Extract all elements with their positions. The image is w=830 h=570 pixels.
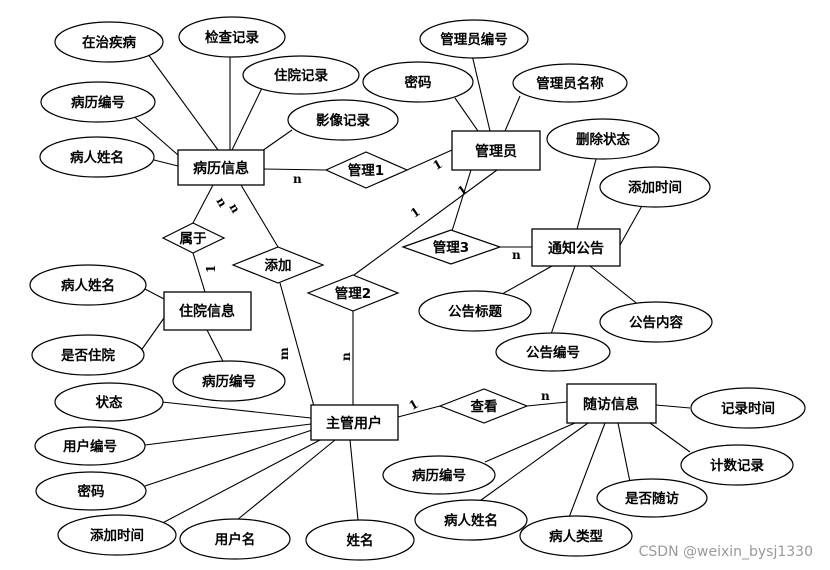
attr-patient-type-label: 病人类型 [549,528,603,545]
attr-record-time: 记录时间 [690,387,806,429]
attr-user-add-time: 添加时间 [57,514,177,556]
attr-notice-content-label: 公告内容 [629,314,683,331]
entity-user-label: 主管用户 [326,415,382,432]
relationship-manage3-label: 管理3 [433,239,469,256]
relationship-belongs: 属于 [161,222,226,254]
attr-notice-no-label: 公告编号 [526,344,580,361]
relationship-view: 查看 [438,388,529,424]
entity-admin-label: 管理员 [475,143,517,160]
attr-notice-no: 公告编号 [495,332,611,372]
attr-add-time: 添加时间 [599,166,711,208]
cardinality-admin-manage3: 1 [455,182,470,198]
relationship-view-label: 查看 [471,398,498,415]
watermark-text: CSDN @weixin_bysj1330 [639,544,813,560]
entity-hospital-stay-label: 住院信息 [179,303,235,320]
cardinality-admin-manage2: 1 [408,204,423,220]
attr-user-no-label: 用户编号 [63,438,117,455]
attr-imaging-label: 影像记录 [316,112,370,129]
cardinality-mr-add: n [226,201,243,216]
attr-fu-record-no-label: 病历编号 [412,467,466,484]
attr-fu-patient-name-label: 病人姓名 [444,512,498,529]
attr-add-time-label: 添加时间 [628,179,682,196]
attr-hs-patient-name: 病人姓名 [29,264,147,306]
attr-username-label: 用户名 [215,531,256,548]
attr-hs-record-no-label: 病历编号 [202,373,256,390]
attr-real-name-label: 姓名 [347,532,374,549]
attr-status: 状态 [54,382,164,422]
cardinality-mr-manage1: n [293,172,302,186]
attr-user-no: 用户编号 [34,426,146,466]
attr-admin-name: 管理员名称 [512,63,628,103]
attr-disease-label: 在治疾病 [82,34,136,51]
attr-fu-patient-name: 病人姓名 [414,499,528,541]
attr-password: 密码 [362,61,474,103]
attr-patient-name-label: 病人姓名 [70,149,124,166]
attr-exam-label: 检查记录 [205,29,259,46]
attr-count-record-label: 计数记录 [710,457,764,474]
attr-inpatient: 住院记录 [242,55,360,95]
attr-record-no-label: 病历编号 [71,94,125,111]
attr-imaging: 影像记录 [287,99,399,141]
cardinality-user-view: 1 [407,397,421,413]
attr-hospitalized-label: 是否住院 [61,347,115,364]
entity-followup: 随访信息 [566,383,657,424]
relationship-manage2-label: 管理2 [335,285,371,302]
attr-exam: 检查记录 [178,16,286,58]
relationship-manage3: 管理3 [401,229,502,265]
attr-hospitalized: 是否住院 [31,334,145,376]
attr-admin-name-label: 管理员名称 [536,75,604,92]
attr-delete-status: 删除状态 [546,118,660,160]
attr-disease: 在治疾病 [54,21,164,63]
cardinality-user-manage2: n [339,352,353,361]
attr-real-name: 姓名 [305,519,415,561]
cardinality-hs-belongs: 1 [204,265,218,273]
attr-hs-record-no: 病历编号 [172,360,286,402]
attr-user-add-time-label: 添加时间 [90,527,144,544]
attr-user-password-label: 密码 [77,483,105,500]
attr-admin-no-label: 管理员编号 [440,31,508,48]
connector-lines [129,49,691,529]
entity-notice: 通知公告 [531,228,621,267]
attr-user-password: 密码 [35,471,147,511]
cardinality-notice-manage3: n [512,248,521,262]
attr-patient-name: 病人姓名 [39,136,155,178]
attr-notice-title: 公告标题 [418,290,532,332]
relationship-manage1: 管理1 [324,151,409,189]
attr-is-followup: 是否随访 [596,478,708,518]
entity-hospital-stay: 住院信息 [163,291,252,331]
attr-admin-no: 管理员编号 [419,19,529,59]
relationship-belongs-label: 属于 [180,231,207,247]
entity-medical-record-label: 病历信息 [193,160,249,177]
attr-record-time-label: 记录时间 [721,400,775,417]
attr-username: 用户名 [179,518,291,560]
attr-patient-type: 病人类型 [519,515,633,557]
relationship-add-label: 添加 [265,257,292,274]
entity-medical-record: 病历信息 [177,149,265,186]
attr-inpatient-label: 住院记录 [274,67,328,84]
relationship-add: 添加 [231,246,325,284]
attr-is-followup-label: 是否随访 [625,490,679,507]
cardinality-user-add: m [277,347,291,360]
attr-delete-status-label: 删除状态 [576,131,630,148]
attr-notice-title-label: 公告标题 [448,303,502,320]
attr-password-label: 密码 [404,74,432,91]
cardinality-fu-view: n [541,389,550,403]
entity-followup-label: 随访信息 [583,396,639,413]
attr-hs-patient-name-label: 病人姓名 [61,277,115,294]
entity-user: 主管用户 [310,404,399,441]
relationship-manage1-label: 管理1 [348,162,384,179]
entity-admin: 管理员 [451,130,541,171]
relationship-manage2: 管理2 [306,274,400,312]
attr-count-record: 计数记录 [680,444,794,486]
attr-fu-record-no: 病历编号 [382,455,496,495]
entity-notice-label: 通知公告 [548,240,604,257]
attr-notice-content: 公告内容 [599,301,713,343]
cardinality-admin-manage1: 1 [431,157,445,173]
attr-status-label: 状态 [96,394,123,411]
attr-record-no: 病历编号 [40,81,156,123]
